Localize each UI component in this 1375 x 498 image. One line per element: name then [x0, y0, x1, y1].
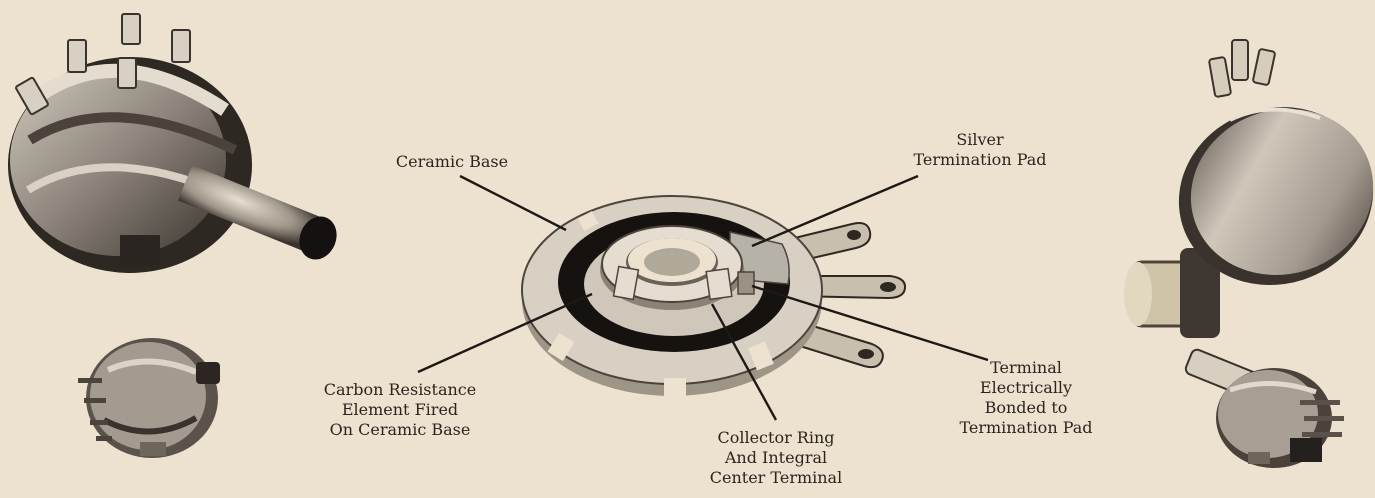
label-silver-termination-pad: Silver Termination Pad: [880, 130, 1080, 170]
potentiometer-photo-top-right: [1124, 40, 1375, 338]
potentiometer-photo-bottom-left: [78, 338, 220, 458]
callout-line-ceramic-base: [460, 176, 566, 230]
potentiometer-photo-top-left: [8, 14, 343, 273]
label-ceramic-base: Ceramic Base: [362, 152, 542, 172]
label-terminal-bonded: Terminal Electrically Bonded to Terminat…: [928, 358, 1124, 438]
label-collector-ring: Collector Ring And Integral Center Termi…: [676, 428, 876, 488]
label-carbon-resistance-element: Carbon Resistance Element Fired On Ceram…: [302, 380, 498, 440]
ceramic-element-illustration: [522, 196, 905, 398]
potentiometer-photo-bottom-right: [1184, 348, 1344, 468]
